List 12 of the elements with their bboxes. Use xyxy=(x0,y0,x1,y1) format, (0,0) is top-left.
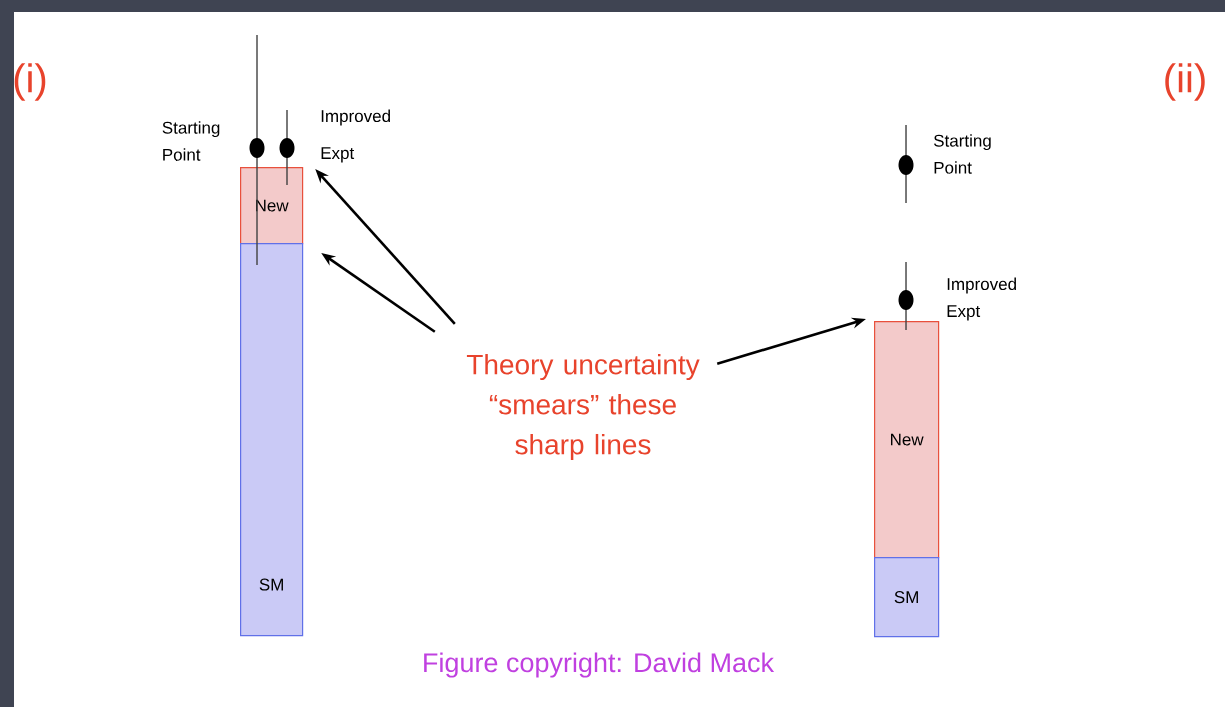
point-label: Starting Point xyxy=(934,134,991,174)
bar-segment: New xyxy=(874,321,940,559)
bar-segment: SM xyxy=(240,243,304,637)
point-label: Improved Expt xyxy=(947,277,1016,321)
point-label: Starting Point xyxy=(162,121,220,161)
annotation-text: Theory uncertainty “smears” these sharp lines xyxy=(466,353,700,461)
bar-segment: New xyxy=(240,167,304,245)
panel-label: (ii) xyxy=(1165,63,1205,101)
point-label: Improved Expt xyxy=(321,109,390,163)
panel-label: (i) xyxy=(14,63,46,101)
bar-segment: SM xyxy=(874,557,940,638)
caption: Figure copyright: David Mack xyxy=(424,652,775,678)
